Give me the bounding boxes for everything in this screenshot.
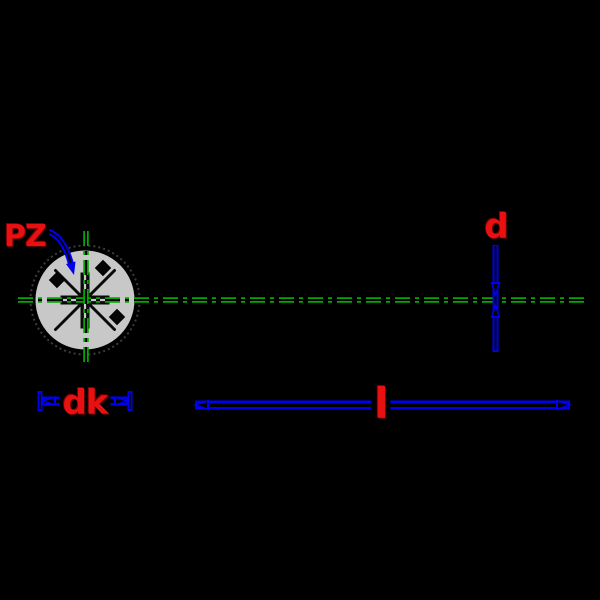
l-arrow-left-core [197, 402, 207, 408]
label-length: l [371, 382, 391, 426]
label-recess-type: PZ [1, 221, 49, 253]
recess-diagonal-upper-right [88, 269, 116, 297]
recess-diamond-upper-left [48, 271, 66, 289]
d-arrow-top-core [493, 284, 498, 293]
l-arrow-right-core [558, 402, 568, 408]
centerlines [18, 231, 585, 366]
dk-arrow-left-core [45, 398, 54, 404]
d-arrow-bottom-core [493, 307, 498, 316]
recess-diagonal-lower-left [54, 303, 82, 331]
d-dimension [490, 244, 501, 352]
dk-arrow-right-core [116, 398, 125, 404]
recess-diamond-lower-right [108, 308, 126, 326]
label-head-diameter: dk [59, 385, 111, 421]
recess-diamond-upper-right [94, 259, 112, 277]
recess-diagonal-lower-right [88, 303, 116, 331]
label-shaft-diameter: d [481, 209, 511, 245]
pz-leader-arrowhead [66, 261, 76, 275]
